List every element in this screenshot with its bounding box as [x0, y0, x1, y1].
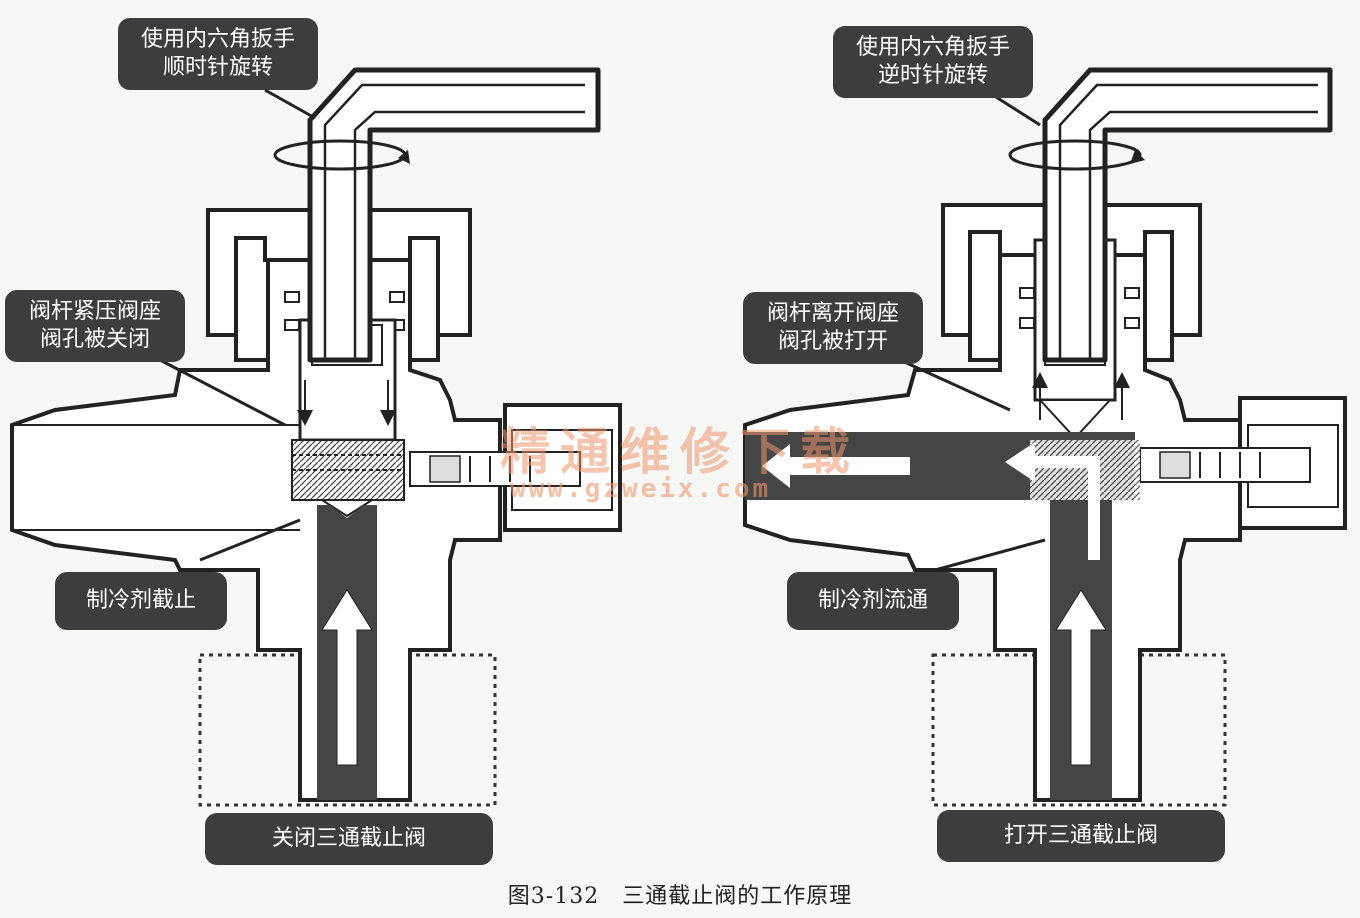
right-top-label-line1: 使用内六角扳手	[855, 35, 1010, 60]
figure-caption: 图3-132 三通截止阀的工作原理	[507, 884, 853, 909]
right-top-label-line2: 逆时针旋转	[877, 63, 988, 88]
right-bottom-label: 打开三通截止阀	[937, 810, 1225, 862]
left-top-label-line1: 使用内六角扳手	[140, 27, 295, 52]
left-bottom-label-text: 关闭三通截止阀	[271, 826, 426, 851]
left-bottom-label: 关闭三通截止阀	[205, 813, 493, 865]
left-low-label: 制冷剂截止	[55, 572, 227, 630]
left-hex-key	[307, 67, 601, 363]
right-low-label: 制冷剂流通	[787, 572, 959, 630]
right-hex-key	[1042, 67, 1333, 363]
right-top-label: 使用内六角扳手 逆时针旋转	[833, 26, 1033, 98]
watermark-url: www.gzweix.com	[510, 474, 772, 504]
left-low-label-text: 制冷剂截止	[85, 588, 196, 613]
right-mid-label-line2: 阀孔被打开	[777, 329, 888, 354]
left-mid-label-line2: 阀孔被关闭	[39, 327, 150, 352]
left-top-label: 使用内六角扳手 顺时针旋转	[118, 18, 318, 90]
right-mid-label-line1: 阀杆离开阀座	[766, 301, 899, 326]
right-flow-arrow-up	[1055, 589, 1107, 766]
left-flow-arrow-up	[321, 589, 373, 766]
right-bottom-label-text: 打开三通截止阀	[1003, 823, 1158, 848]
right-flow-turn-arrow	[1005, 442, 1100, 560]
left-valve	[10, 67, 622, 807]
right-low-label-text: 制冷剂流通	[817, 588, 928, 613]
right-valve	[743, 67, 1347, 807]
watermark-name: 精通维修下载	[500, 423, 860, 481]
right-flow-arrow-left	[762, 444, 910, 488]
left-top-label-line2: 顺时针旋转	[162, 55, 273, 80]
left-mid-label-line1: 阀杆紧压阀座	[28, 299, 161, 324]
right-mid-label: 阀杆离开阀座 阀孔被打开	[743, 292, 923, 364]
left-mid-label: 阀杆紧压阀座 阀孔被关闭	[5, 290, 185, 362]
